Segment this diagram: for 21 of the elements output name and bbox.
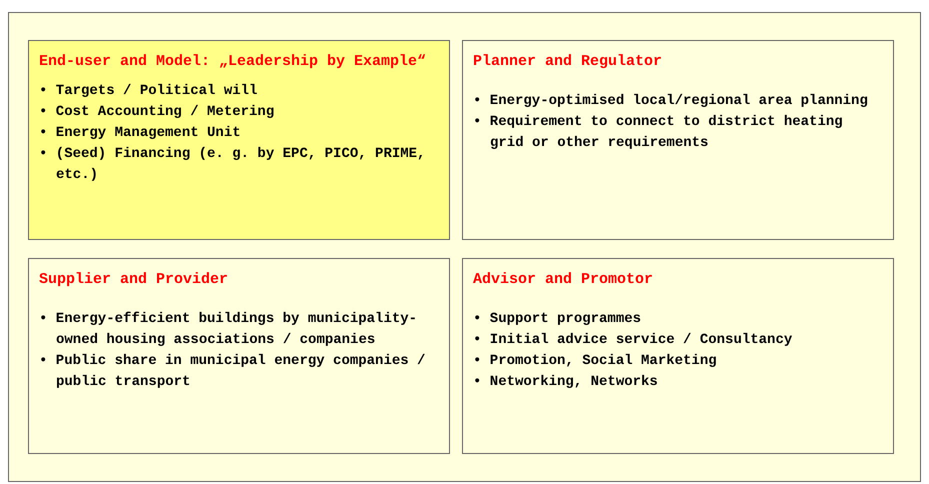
- role-card: [28, 258, 450, 454]
- bullet-item: • Energy-efficient buildings by municipality-owned housing associations / companies: [39, 310, 418, 350]
- bullet-item: • Energy-optimised local/regional area planning: [473, 92, 869, 111]
- card-heading: Planner and Regulator: [473, 52, 664, 72]
- role-card: [462, 258, 894, 454]
- bullet-item: • Networking, Networks: [473, 373, 659, 392]
- bullet-item: • Public share in municipal energy companies / public transport: [39, 352, 426, 392]
- bullet-item: • (Seed) Financing (e. g. by EPC, PICO, PRIME, etc.): [39, 145, 426, 185]
- card-heading: End-user and Model: „Leadership by Example“: [39, 52, 428, 72]
- role-card: [28, 40, 450, 240]
- card-heading: Advisor and Promotor: [473, 270, 654, 290]
- background-panel: [8, 12, 921, 482]
- bullet-item: • Support programmes: [473, 310, 642, 329]
- bullet-item: • Energy Management Unit: [39, 124, 242, 143]
- bullet-item: • Promotion, Social Marketing: [473, 352, 718, 371]
- bullet-item: • Requirement to connect to district heating grid or other requirements: [473, 113, 844, 153]
- card-heading: Supplier and Provider: [39, 270, 230, 290]
- role-card: [462, 40, 894, 240]
- bullet-item: • Targets / Political will: [39, 82, 258, 101]
- bullet-item: • Cost Accounting / Metering: [39, 103, 276, 122]
- bullet-item: • Initial advice service / Consultancy: [473, 331, 794, 350]
